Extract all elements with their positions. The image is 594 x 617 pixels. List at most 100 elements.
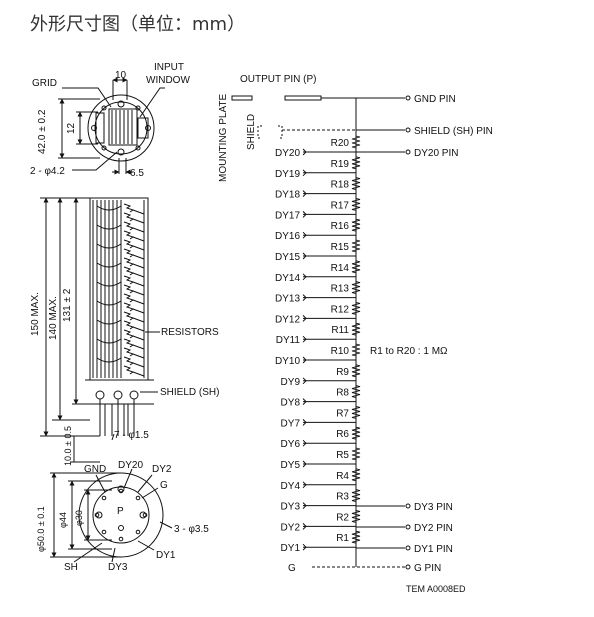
resistor-symbol: [351, 489, 361, 503]
dynode-label: DY2: [281, 522, 301, 533]
side-resistor: [123, 212, 135, 222]
input-window: [137, 117, 149, 139]
side-resistor: [123, 275, 135, 285]
side-resistor: [123, 284, 135, 294]
figure-code: TEM A0008ED: [406, 584, 466, 594]
dynode-scallop: [96, 357, 122, 363]
dim-131: 131 ± 2: [62, 288, 73, 322]
side-resistor: [123, 320, 135, 330]
side-resistor-lead: [132, 209, 145, 215]
resistor-symbol: [351, 197, 361, 211]
sh-label: SH: [64, 562, 78, 573]
resistor-symbol: [351, 239, 361, 253]
bottom-view-labels: GND DY20 DY2 G P φ50.0 ± 0.1 φ44 φ30 3 -…: [36, 460, 209, 573]
p-label: P: [117, 506, 124, 517]
top-view: [58, 77, 165, 175]
dynode-scallop: [96, 205, 122, 211]
resistor-symbol: [351, 218, 361, 232]
resistor-note: R1 to R20 : 1 MΩ: [370, 346, 448, 357]
dynode-tick: [302, 190, 307, 197]
resistor-symbol: [351, 343, 361, 357]
side-resistor: [123, 293, 135, 303]
resistor-label: R4: [336, 471, 349, 482]
side-resistor-lead: [132, 281, 145, 287]
dynode-label: DY8: [281, 398, 301, 409]
dim-pins: 7 - φ1.5: [114, 430, 149, 441]
dynode-tick: [302, 273, 307, 281]
dy2-pin-label: DY2 PIN: [414, 523, 453, 534]
dynode-scallop: [96, 281, 122, 287]
side-resistor: [123, 347, 135, 357]
dynode-tick: [302, 294, 307, 301]
shield-pin-label: SHIELD (SH) PIN: [414, 126, 493, 137]
side-resistor: [123, 356, 135, 366]
side-resistor: [123, 329, 135, 339]
shield-label: SHIELD (SH): [160, 387, 219, 398]
gnd-pin-label: GND PIN: [414, 94, 456, 105]
dynode-tick: [302, 502, 307, 509]
side-resistor-lead: [132, 263, 145, 269]
resistor-symbol: [351, 385, 361, 399]
dim-3-5: 3 - φ3.5: [174, 524, 209, 535]
socket-pin: [118, 536, 124, 542]
resistor-label: R11: [331, 325, 349, 336]
dynode-tick: [302, 523, 307, 530]
dynode-tick: [302, 148, 307, 156]
dynode-label: DY15: [275, 252, 300, 263]
page-title: 外形尺寸图（单位：mm）: [30, 14, 246, 35]
dim-10: 10: [115, 70, 127, 81]
resistor-symbol: [351, 426, 361, 440]
resistor-label: R15: [331, 242, 350, 253]
dynode-tick: [302, 543, 307, 551]
dynode-label: DY9: [281, 377, 301, 388]
dynode-label: DY14: [275, 273, 300, 284]
dim-6-5: 6.5: [130, 168, 144, 179]
side-resistor: [123, 230, 135, 240]
g-pin-label: G PIN: [414, 563, 441, 574]
side-resistor-lead: [132, 335, 145, 341]
dynode-label: DY12: [275, 314, 300, 325]
input-window-label-2: WINDOW: [146, 75, 190, 86]
resistor-label: R19: [331, 159, 350, 170]
side-resistor: [123, 311, 135, 321]
dy3-label: DY3: [108, 562, 128, 573]
resistor-symbol: [351, 530, 361, 544]
g-label: G: [160, 480, 168, 491]
resistor-symbol: [351, 447, 361, 461]
circuit-diagram: [231, 95, 411, 570]
dynode-label: DY18: [275, 190, 300, 201]
dynode-scallop: [96, 338, 122, 344]
g-circuit-label: G: [288, 563, 296, 574]
dynode-tick: [302, 481, 307, 489]
dynode-label: DY20: [275, 148, 300, 159]
dim-hole: 2 - φ4.2: [30, 166, 65, 177]
side-resistor-lead: [132, 218, 145, 224]
resistor-label: R1: [336, 533, 349, 544]
top-view-labels: GRID INPUT WINDOW 10 42.0 ± 0.2 12 2 - φ…: [30, 62, 190, 179]
dynode-tick: [302, 211, 307, 218]
side-view: [40, 197, 160, 463]
dynode-scallop: [96, 319, 122, 325]
dim-44: φ44: [58, 512, 68, 528]
dynode-label: DY16: [275, 231, 300, 242]
socket-pin: [101, 495, 107, 501]
dynode-tick: [302, 419, 307, 426]
resistor-label: R9: [336, 367, 349, 378]
resistor-symbol: [351, 260, 361, 274]
dy20-label: DY20: [118, 460, 143, 471]
side-resistor: [123, 239, 135, 249]
dynode-label: DY6: [281, 439, 301, 450]
side-resistor: [123, 302, 135, 312]
resistor-symbol: [351, 281, 361, 295]
dim-150: 150 MAX.: [30, 292, 41, 336]
dynode-tick: [302, 460, 307, 468]
side-view-body: [89, 197, 149, 381]
resistor-label: R14: [331, 263, 350, 274]
side-resistor-lead: [132, 227, 145, 233]
dy1-label: DY1: [156, 550, 176, 561]
dynode-label: DY10: [275, 356, 300, 367]
resistor-label: R20: [331, 138, 350, 149]
dynode-label: DY7: [281, 418, 301, 429]
side-resistor-lead: [132, 371, 145, 377]
